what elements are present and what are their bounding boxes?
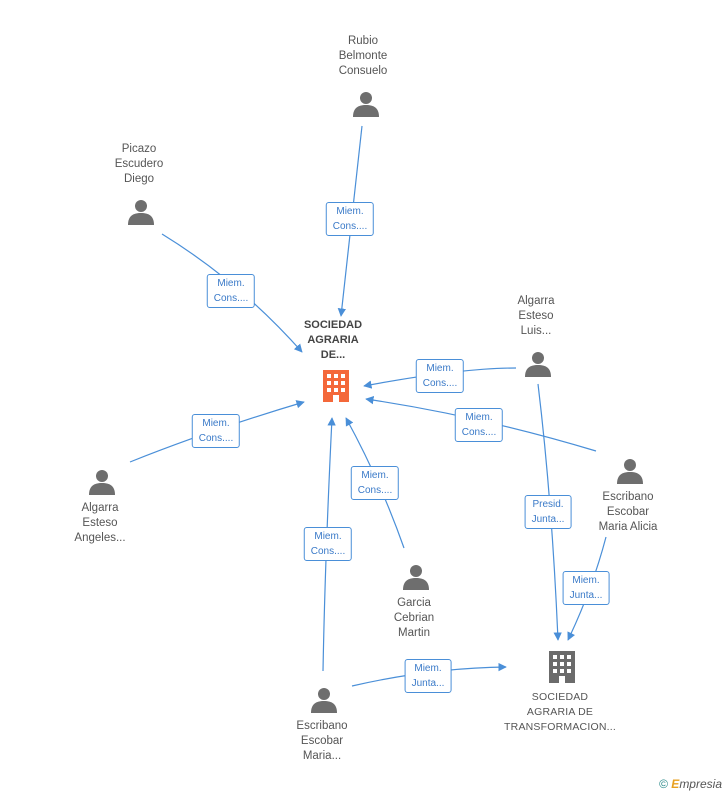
edge-label-line: Miem. xyxy=(426,363,454,374)
label-line: Escobar xyxy=(300,735,344,747)
edge-label-line: Junta... xyxy=(531,514,565,525)
label-line: Maria Alicia xyxy=(598,521,658,533)
edge-label-line: Miem. xyxy=(361,470,389,481)
edge-label-line: Miem. xyxy=(572,575,600,586)
person-icon[interactable] xyxy=(402,563,430,591)
person-icon[interactable] xyxy=(310,686,338,714)
edge-label-line: Cons.... xyxy=(461,427,497,438)
person-icon[interactable] xyxy=(352,90,380,118)
label-line: Esteso xyxy=(82,517,118,529)
person-label-garcia[interactable]: Garcia Cebrian Martin xyxy=(394,596,434,641)
person-icon[interactable] xyxy=(524,350,552,378)
label-line: Algarra xyxy=(81,502,119,514)
edge-label-line: Miem. xyxy=(217,278,245,289)
edge-label-line: Cons.... xyxy=(357,485,393,496)
label-line: Cebrian xyxy=(393,612,435,624)
edge-label-line: Miem. xyxy=(314,531,342,542)
edge-label-line: Junta... xyxy=(411,678,445,689)
building-icon[interactable] xyxy=(319,368,353,404)
person-label-escribano-alicia[interactable]: Escribano Escobar Maria Alicia xyxy=(599,490,658,535)
edge-label-line: Cons.... xyxy=(213,293,249,304)
person-icon[interactable] xyxy=(127,198,155,226)
label-line: TRANSFORMACION... xyxy=(504,721,616,733)
label-line: Escribano xyxy=(602,491,654,503)
label-line: DE... xyxy=(320,349,346,361)
copyright-symbol: © xyxy=(659,777,668,791)
label-line: Maria... xyxy=(302,750,342,762)
edge-label[interactable]: Miem. Cons.... xyxy=(325,202,375,236)
edge-label-line: Miem. xyxy=(414,663,442,674)
edge-label[interactable]: Miem. Cons.... xyxy=(350,466,400,500)
label-line: Diego xyxy=(123,173,155,185)
edge-label-line: Junta... xyxy=(569,590,603,601)
center-company-label[interactable]: SOCIEDAD AGRARIA DE... xyxy=(304,318,362,363)
label-line: Algarra xyxy=(517,295,555,307)
edge-label[interactable]: Miem. Cons.... xyxy=(191,414,241,448)
label-line: Esteso xyxy=(518,310,554,322)
person-label-rubio[interactable]: Rubio Belmonte Consuelo xyxy=(339,34,388,79)
label-line: Garcia xyxy=(397,597,431,609)
label-line: Escudero xyxy=(114,158,164,170)
label-line: Rubio xyxy=(347,35,379,47)
brand-logo-text: mpresia xyxy=(679,777,722,791)
edge-label-line: Miem. xyxy=(465,412,493,423)
label-line: Consuelo xyxy=(338,65,388,77)
sat-company-label[interactable]: SOCIEDAD AGRARIA DE TRANSFORMACION... xyxy=(504,690,616,735)
label-line: Martin xyxy=(398,627,430,639)
edge-label[interactable]: Miem. Cons.... xyxy=(206,274,256,308)
person-label-escribano-maria[interactable]: Escribano Escobar Maria... xyxy=(296,719,347,764)
edge-label[interactable]: Miem. Junta... xyxy=(404,659,452,693)
person-icon[interactable] xyxy=(616,457,644,485)
person-label-picazo[interactable]: Picazo Escudero Diego xyxy=(115,142,164,187)
label-line: Belmonte xyxy=(338,50,388,62)
brand-watermark: © Empresia xyxy=(659,777,722,791)
edge-label-line: Presid. xyxy=(532,499,564,510)
person-label-algarra-angeles[interactable]: Algarra Esteso Angeles... xyxy=(74,501,125,546)
label-line: SOCIEDAD xyxy=(303,319,363,331)
brand-logo-initial: E xyxy=(671,777,680,791)
label-line: Luis... xyxy=(520,325,552,337)
edge-label-line: Miem. xyxy=(336,206,364,217)
person-icon[interactable] xyxy=(88,468,116,496)
edge-label-line: Cons.... xyxy=(422,378,458,389)
edge-label-line: Miem. xyxy=(202,418,230,429)
label-line: Escribano xyxy=(296,720,348,732)
edge-label[interactable]: Miem. Cons.... xyxy=(415,359,465,393)
edge-label-line: Cons.... xyxy=(332,221,368,232)
edge-label-line: Cons.... xyxy=(310,546,346,557)
label-line: Picazo xyxy=(121,143,157,155)
label-line: Angeles... xyxy=(74,532,126,544)
label-line: SOCIEDAD xyxy=(531,691,589,703)
edge-label[interactable]: Miem. Cons.... xyxy=(303,527,353,561)
edge-label[interactable]: Presid. Junta... xyxy=(524,495,572,529)
label-line: Escobar xyxy=(606,506,650,518)
person-label-algarra-luis[interactable]: Algarra Esteso Luis... xyxy=(517,294,554,339)
building-icon[interactable] xyxy=(545,649,579,685)
edge-label[interactable]: Miem. Cons.... xyxy=(454,408,504,442)
edge-label[interactable]: Miem. Junta... xyxy=(562,571,610,605)
label-line: AGRARIA xyxy=(307,334,359,346)
edge-label-line: Cons.... xyxy=(198,433,234,444)
label-line: AGRARIA DE xyxy=(526,706,594,718)
